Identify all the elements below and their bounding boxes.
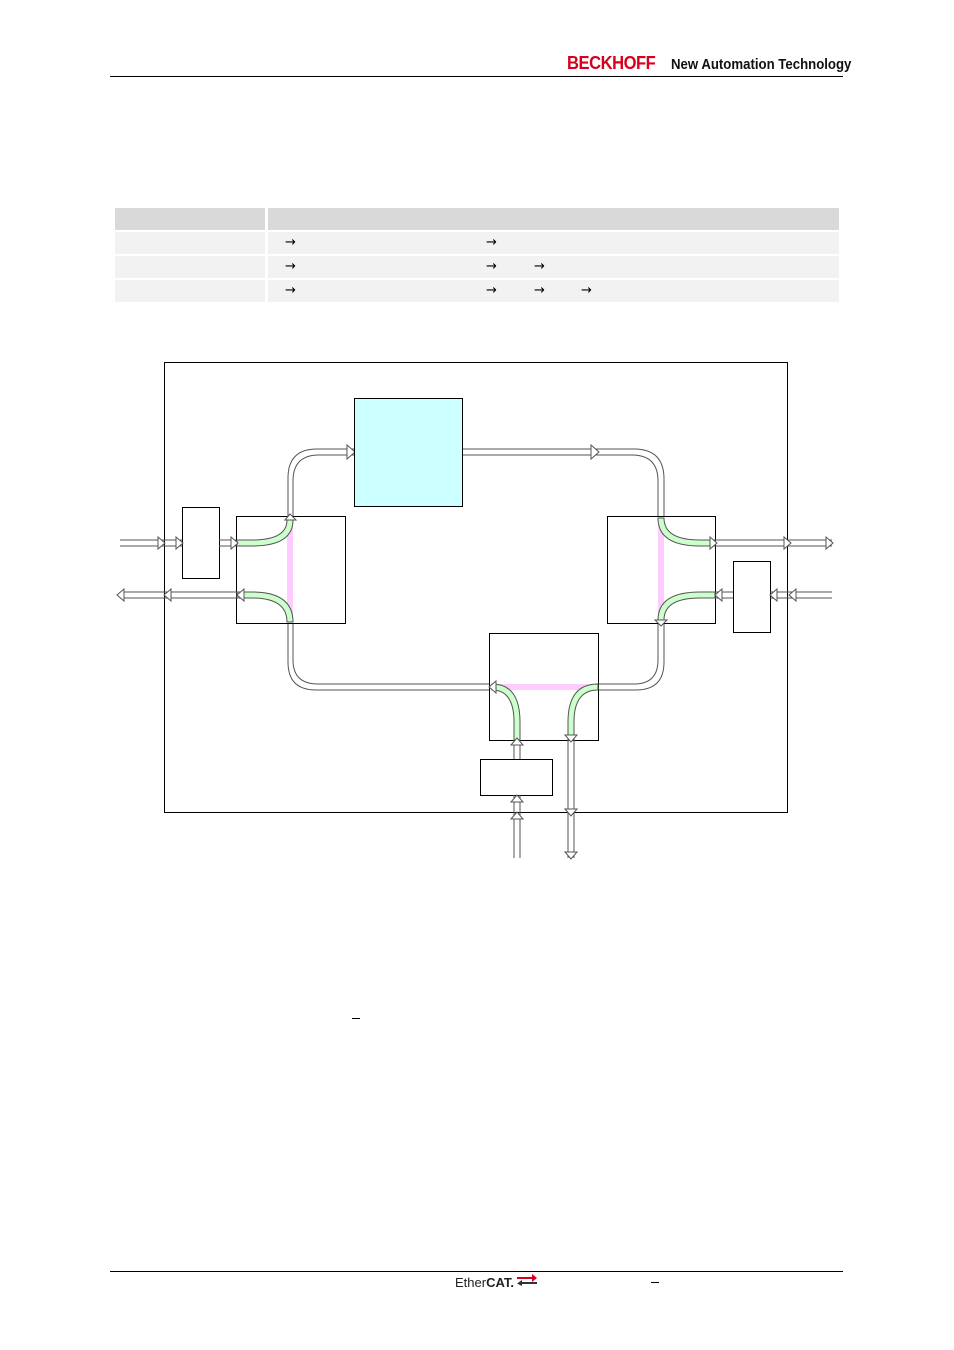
port-0-loopback-path	[287, 520, 293, 622]
ethercat-logo-ether: Ether	[455, 1275, 487, 1290]
arrow-icon: →	[486, 259, 497, 274]
ethercat-arrows-icon	[517, 1274, 538, 1286]
table-cell	[115, 256, 265, 278]
footer-rule	[110, 1271, 843, 1272]
header-rule	[110, 76, 843, 77]
port-2-external-lines	[513, 740, 575, 858]
arrow-icon: →	[534, 283, 545, 298]
brand-logo: BECKHOFF New Automation Technology	[567, 53, 876, 74]
ethercat-logo: EtherCAT.	[455, 1274, 538, 1292]
phy-bottom-box	[480, 759, 553, 796]
arrow-icon: →	[534, 259, 545, 274]
table-header-row	[115, 208, 839, 230]
table-row: → →	[115, 232, 839, 254]
port-1-loopback-path	[658, 518, 664, 622]
port-2-arrow-icons	[283, 513, 669, 860]
arrow-icon: →	[285, 283, 296, 298]
arrow-icon: →	[285, 235, 296, 250]
column-separator	[265, 256, 268, 278]
table-row: → → →	[115, 256, 839, 278]
port-1-arrow-icons	[709, 535, 834, 603]
ethercat-logo-cat: CAT.	[486, 1275, 515, 1290]
phy-left-box	[182, 507, 220, 579]
dash-mark	[651, 1282, 659, 1283]
arrow-icon: →	[486, 235, 497, 250]
arrow-icon: →	[285, 259, 296, 274]
port-order-table: → → → → → → → → →	[115, 208, 839, 304]
column-separator	[265, 280, 268, 302]
port-1-external-lines	[715, 539, 832, 599]
table-cell	[115, 232, 265, 254]
port-0-return-path	[236, 591, 294, 623]
frame-ring-path	[287, 448, 665, 691]
brand-name: BECKHOFF	[567, 53, 656, 73]
table-cell	[115, 280, 265, 302]
ring-arrow-icon	[346, 443, 600, 461]
port-2-loopback-path	[492, 684, 598, 690]
dash-mark	[352, 1018, 360, 1019]
arrow-icon: →	[486, 283, 497, 298]
table-header-cell	[115, 208, 265, 230]
port-0-arrow-icons	[116, 535, 245, 603]
device-boundary	[164, 362, 788, 813]
processing-unit-box	[354, 398, 463, 507]
table-row: → → → →	[115, 280, 839, 302]
column-separator	[265, 232, 268, 254]
arrow-icon: →	[581, 283, 592, 298]
brand-tagline: New Automation Technology	[671, 56, 852, 73]
column-separator	[265, 208, 268, 230]
phy-right-box	[733, 561, 771, 633]
